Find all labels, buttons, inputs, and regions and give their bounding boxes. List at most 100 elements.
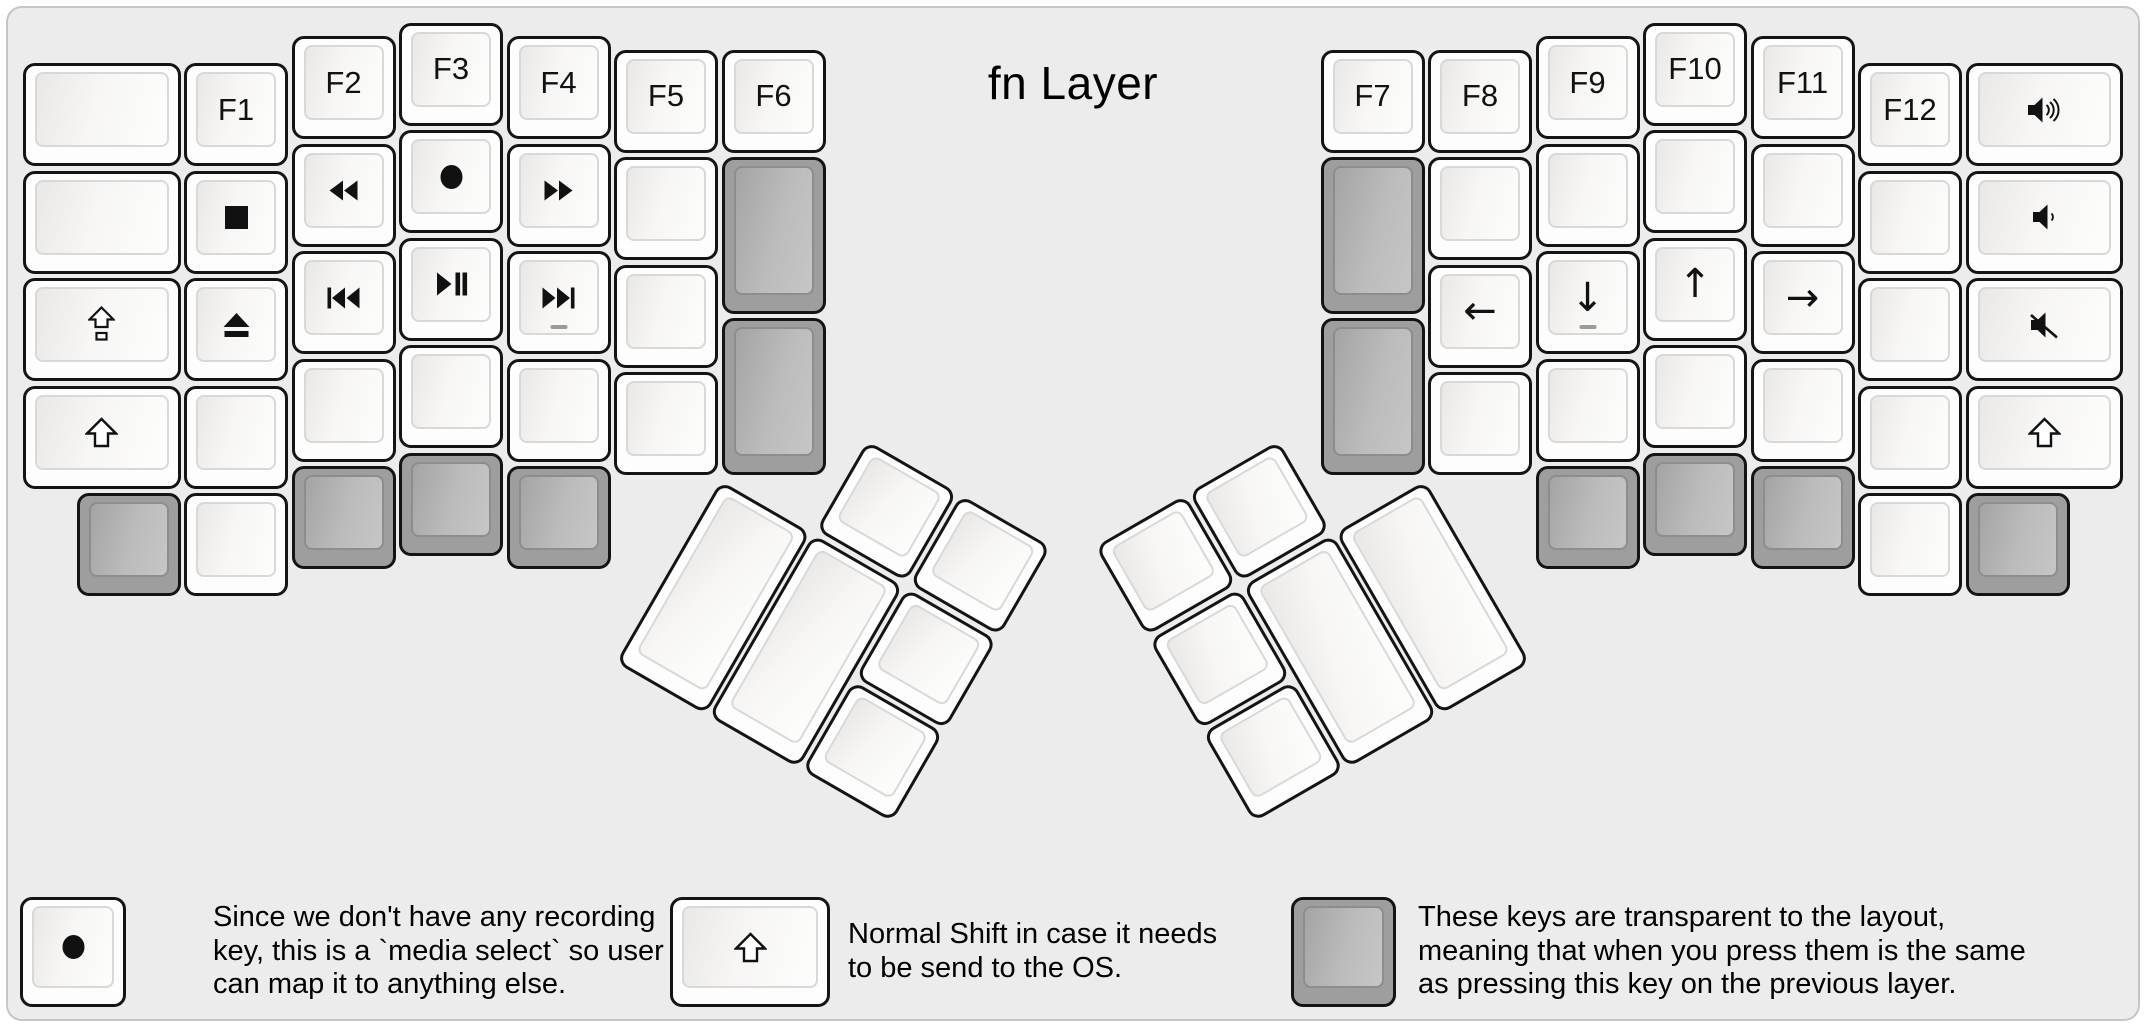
keycap-top: [1303, 906, 1384, 988]
record-icon: [60, 933, 87, 961]
key-transparent[interactable]: [291, 466, 396, 570]
key-blank[interactable]: [291, 358, 396, 462]
key-volume-down[interactable]: [1965, 170, 2124, 274]
legend-key-transparent: [1291, 897, 1396, 1007]
keycap-top: [1977, 72, 2112, 148]
key-blank[interactable]: [1858, 385, 1962, 489]
legend-line: to be send to the OS.: [848, 951, 1123, 984]
key-f6[interactable]: F6: [721, 49, 826, 153]
keycap-top: [196, 179, 276, 255]
key-media-select[interactable]: [399, 130, 503, 234]
key-f2[interactable]: F2: [291, 36, 396, 140]
key-blank[interactable]: [1535, 143, 1640, 247]
keycap-top: [196, 287, 276, 363]
key-f7[interactable]: F7: [1320, 49, 1425, 153]
key-label: F9: [1569, 64, 1606, 100]
key-blank[interactable]: [1858, 278, 1962, 382]
keycap-top: [1440, 166, 1520, 242]
key-f5[interactable]: F5: [614, 49, 718, 153]
key-label: F7: [1354, 78, 1391, 114]
key-label: F2: [325, 64, 362, 100]
key-blank[interactable]: [1858, 493, 1962, 597]
key-blank[interactable]: [1750, 143, 1855, 247]
key-transparent[interactable]: [1535, 466, 1640, 570]
key-blank[interactable]: [1643, 130, 1747, 234]
legend-key-record: [20, 897, 126, 1007]
key-prev-track[interactable]: [291, 251, 396, 355]
shift-icon: [733, 931, 767, 963]
key-arrow-right[interactable]: →: [1750, 251, 1855, 355]
key-shift-right[interactable]: [1965, 385, 2124, 489]
key-label: F1: [217, 91, 255, 127]
legend-line: These keys are transparent to the layout…: [1418, 901, 1946, 933]
legend-key-shift: [670, 897, 830, 1007]
key-blank[interactable]: [22, 63, 181, 167]
keycap-top: F11: [1762, 45, 1843, 121]
keycap-top: F12: [1870, 72, 1950, 148]
keycap-top: [518, 367, 599, 443]
key-blank[interactable]: [614, 372, 718, 476]
key-eject[interactable]: [184, 278, 288, 382]
key-blank[interactable]: [399, 345, 503, 449]
key-next-track[interactable]: [506, 251, 611, 355]
key-transparent[interactable]: [1320, 318, 1425, 476]
key-blank[interactable]: [22, 170, 181, 274]
layer-title: fn Layer: [987, 57, 1159, 109]
keycap-top: F7: [1332, 58, 1413, 134]
key-transparent[interactable]: [721, 318, 826, 476]
key-blank[interactable]: [1428, 157, 1532, 261]
key-f8[interactable]: F8: [1428, 49, 1532, 153]
mute-icon: [2028, 309, 2060, 341]
key-transparent[interactable]: [399, 452, 503, 556]
key-label: F10: [1668, 51, 1722, 87]
key-f11[interactable]: F11: [1750, 36, 1855, 140]
key-f12[interactable]: F12: [1858, 63, 1962, 167]
key-f4[interactable]: F4: [506, 36, 611, 140]
key-transparent[interactable]: [1965, 493, 2070, 597]
key-f3[interactable]: F3: [399, 22, 503, 126]
keycap-top: [518, 152, 599, 228]
key-blank[interactable]: [1643, 345, 1747, 449]
key-shift-lock[interactable]: [22, 278, 181, 382]
keycap-top: F2: [303, 45, 384, 121]
key-play-pause[interactable]: [399, 237, 503, 341]
key-blank[interactable]: [184, 493, 288, 597]
key-transparent[interactable]: [1320, 157, 1425, 314]
keycap-top: F6: [733, 58, 814, 134]
key-blank[interactable]: [614, 264, 718, 368]
key-transparent[interactable]: [1750, 466, 1855, 570]
key-transparent[interactable]: [1643, 452, 1747, 556]
key-volume-up[interactable]: [1965, 63, 2124, 167]
key-blank[interactable]: [1858, 170, 1962, 274]
key-transparent[interactable]: [721, 157, 826, 314]
key-blank[interactable]: [1750, 358, 1855, 462]
key-f1[interactable]: F1: [184, 63, 288, 167]
key-label: F6: [755, 78, 792, 114]
key-f9[interactable]: F9: [1535, 36, 1640, 140]
key-mute[interactable]: [1965, 278, 2124, 382]
key-shift-left[interactable]: [22, 385, 181, 489]
keycap-top: [34, 394, 169, 470]
key-blank[interactable]: [1535, 358, 1640, 462]
homing-dash: [550, 325, 567, 330]
key-blank[interactable]: [506, 358, 611, 462]
keycap-top: [682, 906, 818, 988]
legend-line: can map it to anything else.: [213, 968, 567, 1000]
key-arrow-left[interactable]: ←: [1428, 264, 1532, 368]
key-f10[interactable]: F10: [1643, 22, 1747, 126]
key-transparent[interactable]: [76, 493, 181, 597]
key-stop[interactable]: [184, 170, 288, 274]
eject-icon: [221, 311, 252, 339]
key-fast-forward[interactable]: [506, 143, 611, 247]
key-blank[interactable]: [614, 157, 718, 261]
key-blank[interactable]: [184, 385, 288, 489]
key-transparent[interactable]: [506, 466, 611, 570]
keycap-top: [1547, 152, 1628, 228]
key-blank[interactable]: [1428, 372, 1532, 476]
keycap-top: [1762, 367, 1843, 443]
key-rewind[interactable]: [291, 143, 396, 247]
keycap-top: [1870, 394, 1950, 470]
key-arrow-up[interactable]: ↑: [1643, 237, 1747, 341]
key-arrow-down[interactable]: ↓: [1535, 251, 1640, 355]
